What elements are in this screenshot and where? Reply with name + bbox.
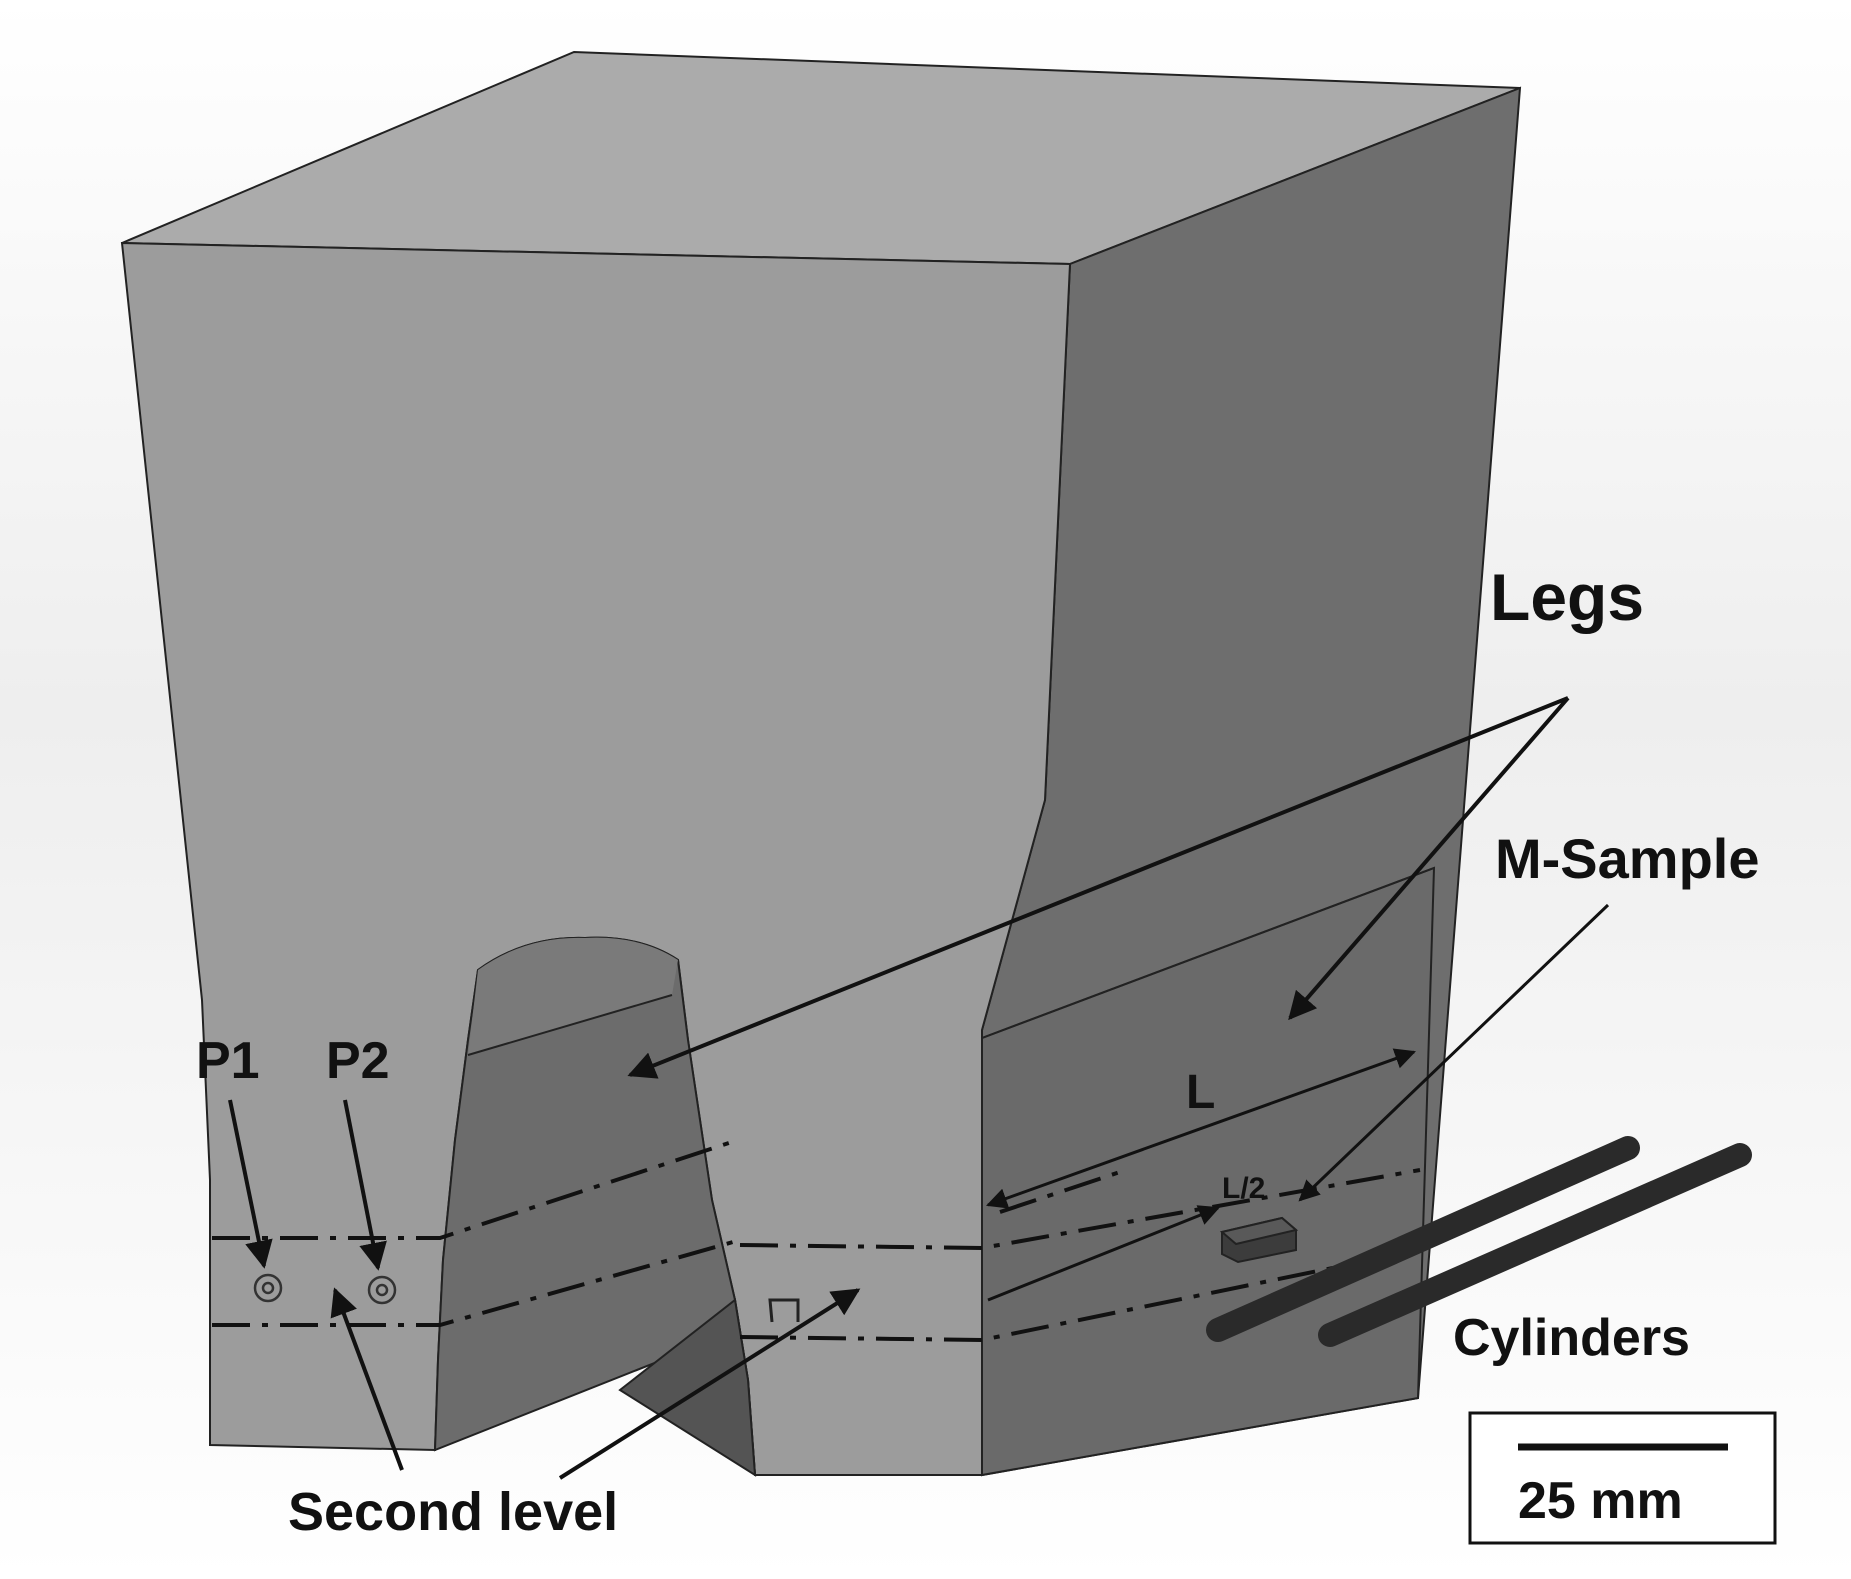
scale-bar-frame (1468, 1411, 1777, 1545)
second-level-arrow-right (558, 1288, 861, 1480)
second-level-arrow-left (330, 1287, 404, 1471)
arch-ceiling (468, 937, 678, 1055)
l-half-label: L/2 (1222, 1172, 1265, 1205)
l-half-arrow (987, 1205, 1220, 1302)
scale-bar: 25 mm (1468, 1411, 1777, 1545)
arch-shadow (618, 1298, 757, 1477)
l-dimension-arrow (986, 1048, 1416, 1209)
annotation-arrows (228, 696, 1610, 1480)
p2-label: P2 (326, 1032, 390, 1090)
probe-points (253, 1273, 397, 1305)
legs-label: Legs (1490, 560, 1644, 634)
cylinders-label: Cylinders (1453, 1309, 1690, 1367)
l-label: L (1186, 1066, 1215, 1119)
p1-label: P1 (196, 1032, 260, 1090)
p2-arrow (343, 1099, 387, 1271)
scale-bar-label: 25 mm (1518, 1472, 1683, 1530)
sample-marker-square (768, 1298, 800, 1323)
cylinder-2 (1318, 1143, 1752, 1347)
p1-arrow (228, 1099, 273, 1269)
mold-body (120, 50, 1522, 1477)
legs-arrow-right (1288, 696, 1570, 1021)
p2-point (367, 1275, 397, 1305)
p1-point (253, 1273, 283, 1303)
second-level-label: Second level (288, 1482, 618, 1542)
cylinders (1206, 1136, 1752, 1347)
m-sample-block (1219, 1216, 1299, 1264)
legs-arrow-left (627, 696, 1569, 1079)
cylinder-1 (1206, 1136, 1640, 1342)
m-sample-label: M-Sample (1495, 827, 1760, 890)
